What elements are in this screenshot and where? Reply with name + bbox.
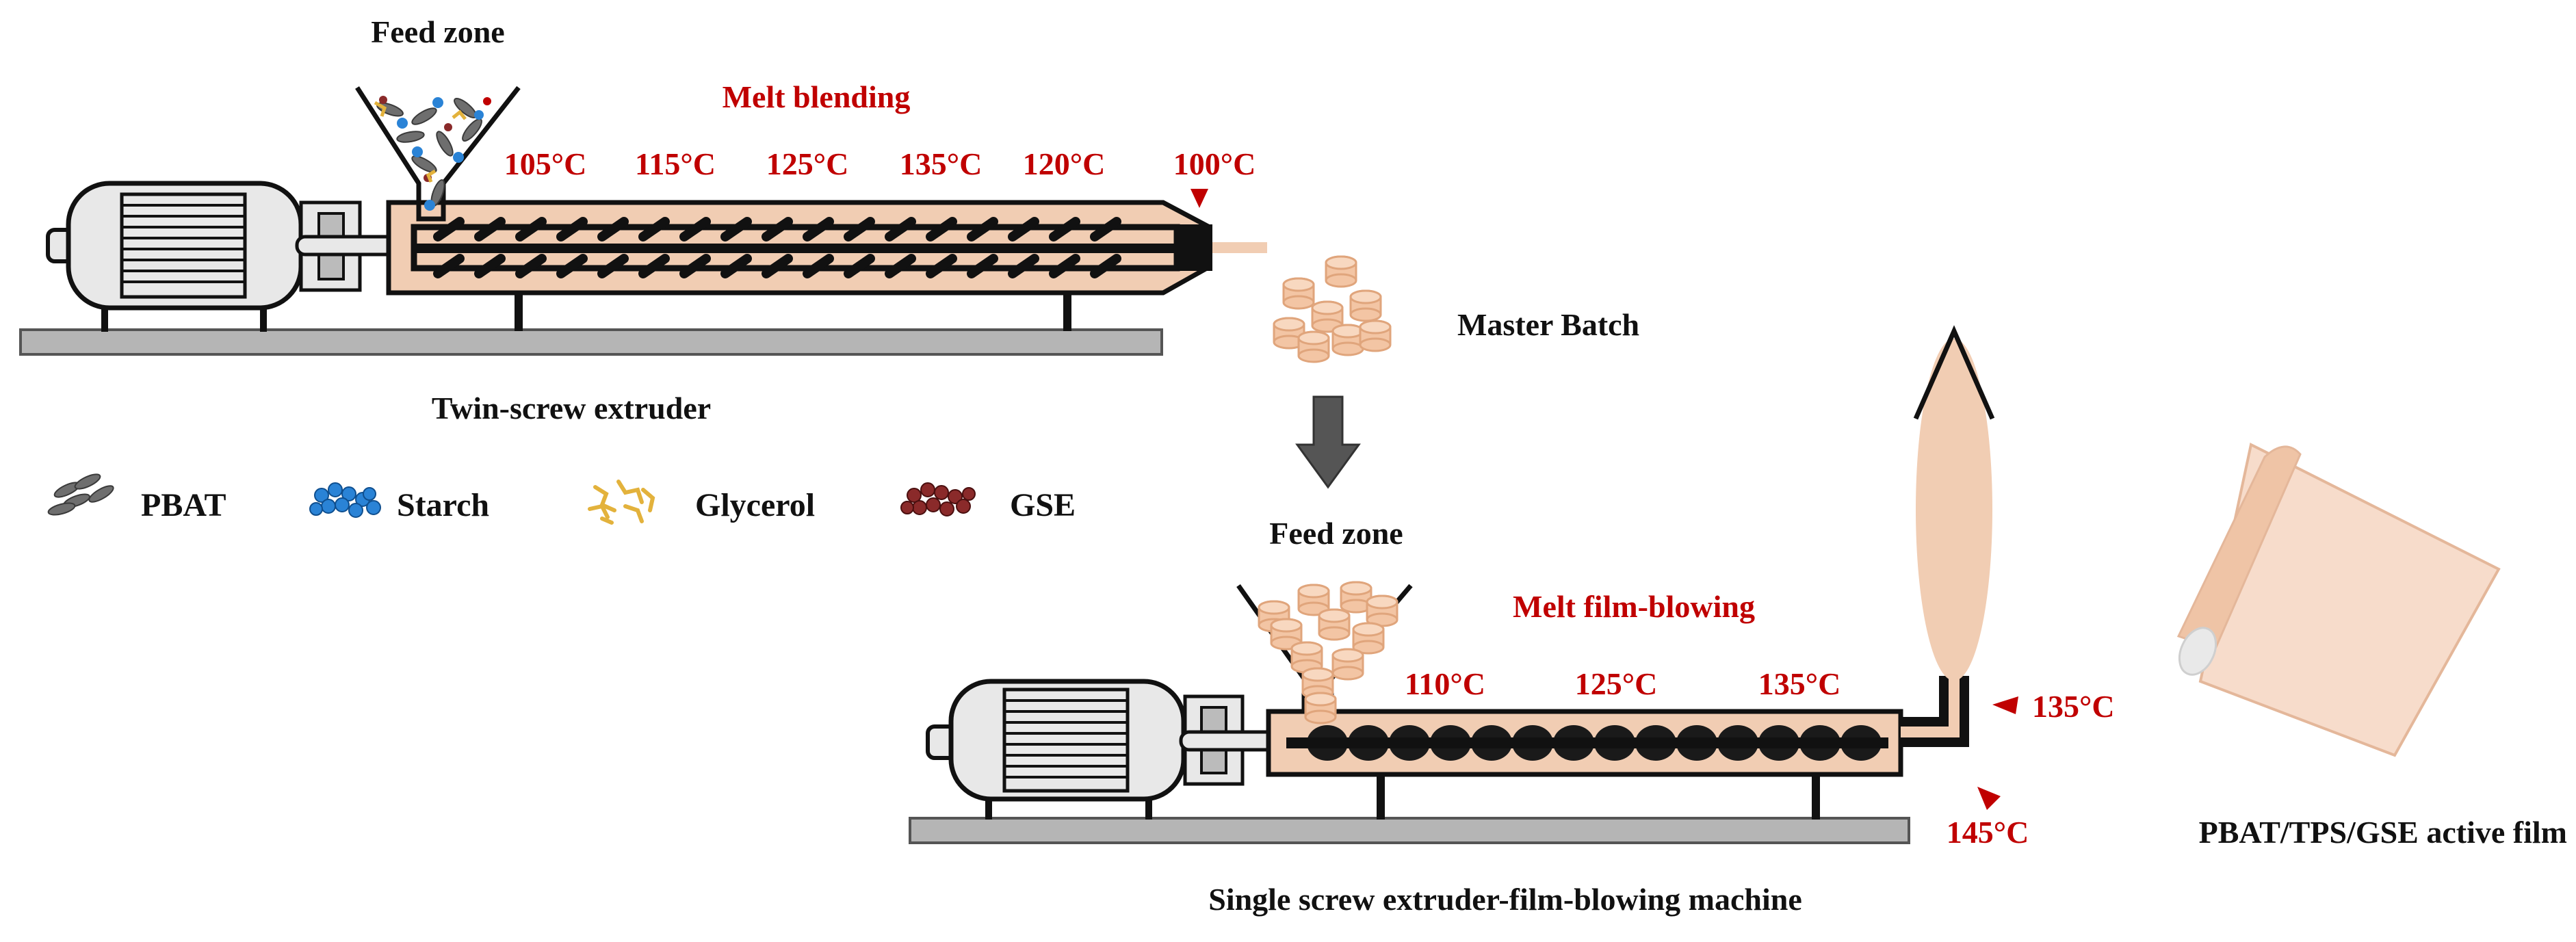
barrel2-temp-zone-3: 135°C (1758, 666, 1841, 701)
twin-screw-extruder-caption: Twin-screw extruder (432, 391, 711, 426)
die2-melt (1901, 676, 1960, 737)
die1-temp-marker (1191, 189, 1208, 208)
screw2-core (1286, 737, 1888, 748)
master-batch-label: Master Batch (1457, 307, 1639, 342)
hopper1 (355, 86, 521, 222)
gse-particles-icon (900, 482, 976, 516)
single-screw-extruder (909, 325, 2018, 844)
extruder2-base (909, 817, 1910, 844)
starch-granules-icon (309, 482, 381, 518)
melt-blending-label: Melt blending (723, 79, 911, 114)
die2-upper-temp-label: 135°C (2032, 689, 2115, 724)
barrel1-temp-zone-1: 105°C (504, 146, 587, 181)
die1-outlet (1212, 242, 1267, 253)
die1-temp-label: 100°C (1173, 146, 1256, 181)
master-batch-pellets (1273, 255, 1392, 363)
motor1-foot (101, 304, 108, 332)
legend: PBAT Starch Glycerol GSE (46, 471, 1076, 525)
motor1 (46, 181, 403, 311)
motor2-foot (985, 791, 992, 820)
barrel2-temp-zone-2: 125°C (1575, 666, 1658, 701)
barrel1-leg (515, 293, 523, 331)
barrel1-temp-zone-3: 125°C (766, 146, 849, 181)
twin-screw-extruder (19, 86, 1267, 356)
bubble-collapse-frame (1913, 325, 1995, 420)
barrel2-leg (1377, 773, 1385, 820)
barrel2-leg (1812, 773, 1820, 820)
legend-pbat-label: PBAT (141, 487, 226, 523)
barrel2-temp-zone-1: 110°C (1405, 666, 1485, 701)
die2-upper-temp-marker (1992, 696, 2018, 714)
die2-lower-temp-label: 145°C (1947, 815, 2029, 850)
feed-mixture (374, 94, 491, 211)
motor2-foot (1145, 791, 1152, 820)
legend-gse-label: GSE (1010, 487, 1076, 523)
die2-channel (1901, 676, 1969, 747)
feed-zone-label-1: Feed zone (371, 14, 504, 49)
glycerol-molecules-icon (588, 480, 655, 525)
product-label: PBAT/TPS/GSE active film (2199, 815, 2567, 850)
barrel1-temp-zone-5: 120°C (1023, 146, 1106, 181)
die2-lower-temp-marker (1977, 787, 2001, 810)
screw1-core (414, 244, 1180, 253)
hopper2 (1236, 581, 1413, 724)
barrel1-temp-zone-4: 135°C (900, 146, 983, 181)
transfer-arrow (1295, 395, 1361, 489)
film-bubble (1916, 339, 1992, 681)
pbat-pellets-icon (46, 471, 116, 518)
barrel1-leg (1063, 293, 1071, 331)
legend-glycerol-label: Glycerol (695, 487, 815, 523)
feed-zone-label-2: Feed zone (1269, 516, 1403, 551)
barrel1-temp-zone-2: 115°C (635, 146, 716, 181)
screw1-flights (433, 217, 1121, 278)
motor2 (926, 679, 1287, 802)
legend-starch-label: Starch (397, 487, 489, 523)
die1 (1178, 224, 1212, 271)
extruder1-base (19, 328, 1163, 356)
film-roll (2176, 443, 2501, 757)
film-blowing-machine-caption: Single screw extruder-film-blowing machi… (1208, 882, 1802, 917)
motor1-foot (260, 304, 267, 332)
melt-film-blowing-label: Melt film-blowing (1513, 589, 1755, 624)
